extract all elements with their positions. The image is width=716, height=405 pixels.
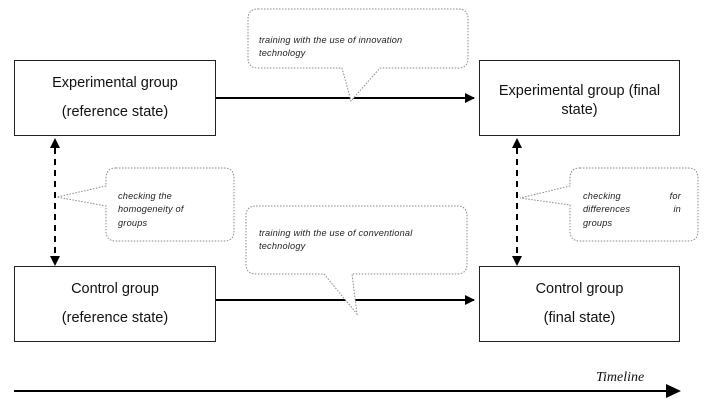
callout-innovation-line2: technology <box>259 48 306 59</box>
callout-innovation-line1: training with the use of innovation <box>259 35 403 45</box>
callout-conventional-bubble <box>245 205 468 316</box>
callout-innovation-bubble <box>247 8 469 103</box>
left-down-arrowhead <box>50 256 60 266</box>
box-control-final-line2: (final state) <box>543 310 616 326</box>
timeline-label: Timeline <box>596 370 645 385</box>
box-experimental-reference-line1: Experimental group <box>52 74 178 91</box>
callout-homogeneity-bubble <box>56 167 235 242</box>
callout-differences-word-for: for <box>669 191 681 201</box>
callout-homogeneity-text: checking the homogeneity of groups <box>118 190 228 230</box>
timeline-arrowhead <box>666 384 681 398</box>
box-control-reference: Control group (reference state) <box>14 266 216 342</box>
box-control-reference-line2: (reference state) <box>61 310 169 326</box>
box-experimental-final: Experimental group (final state) <box>479 60 680 136</box>
left-up-arrowhead <box>50 138 60 148</box>
callout-differences-line2: differences in <box>583 203 681 216</box>
box-experimental-final-line2: state) <box>561 102 598 119</box>
callout-differences-word-in: in <box>673 204 681 215</box>
callout-conventional-line1: training with the use of conventional <box>259 228 413 238</box>
callout-homogeneity-line2: homogeneity of <box>118 204 184 215</box>
box-control-reference-line1: Control group <box>71 280 159 297</box>
right-down-arrowhead <box>512 256 522 266</box>
callout-homogeneity-line1: checking the <box>118 191 172 201</box>
box-control-final: Control group (final state) <box>479 266 680 342</box>
right-up-arrowhead <box>512 138 522 148</box>
callout-innovation-text: training with the use of innovation tech… <box>259 34 459 61</box>
callout-differences-line3: groups <box>583 217 613 228</box>
box-experimental-reference-line2: (reference state) <box>61 104 169 120</box>
callout-differences-bubble <box>519 167 699 242</box>
callout-conventional-text: training with the use of conventional te… <box>259 227 459 254</box>
box-experimental-reference: Experimental group (reference state) <box>14 60 216 136</box>
callout-differences-word-checking: checking <box>583 191 621 201</box>
callout-differences-text: checking for differences in groups <box>583 190 681 230</box>
callout-conventional-line2: technology <box>259 241 306 252</box>
callout-differences-line1: checking for <box>583 190 681 203</box>
box-experimental-final-line1: Experimental group (final <box>498 83 661 99</box>
box-control-final-line1: Control group <box>535 280 624 297</box>
callout-homogeneity-line3: groups <box>118 217 148 228</box>
callout-differences-word-differences: differences <box>583 204 631 215</box>
